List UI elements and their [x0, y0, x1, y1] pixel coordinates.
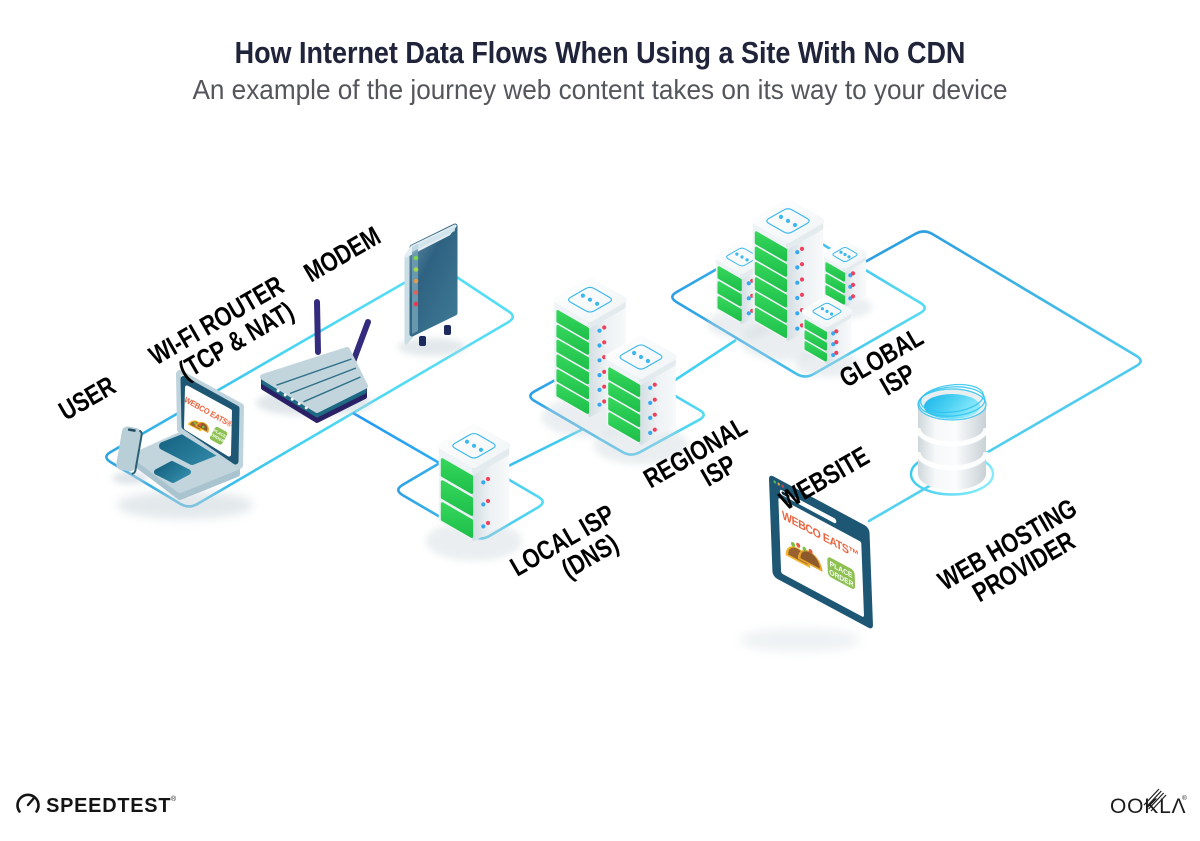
svg-text:®: ® — [171, 795, 177, 803]
svg-text:PLACE: PLACE — [213, 428, 228, 439]
svg-text:How Internet Data Flows When U: How Internet Data Flows When Using a Sit… — [235, 36, 966, 70]
svg-text:ORDER: ORDER — [210, 432, 225, 443]
svg-text:OOKLΛ: OOKLΛ — [1110, 795, 1186, 818]
svg-text:SPEEDTEST: SPEEDTEST — [46, 795, 171, 817]
svg-text:®: ® — [1182, 794, 1187, 802]
svg-text:An example of the journey web: An example of the journey web content ta… — [192, 73, 1007, 105]
